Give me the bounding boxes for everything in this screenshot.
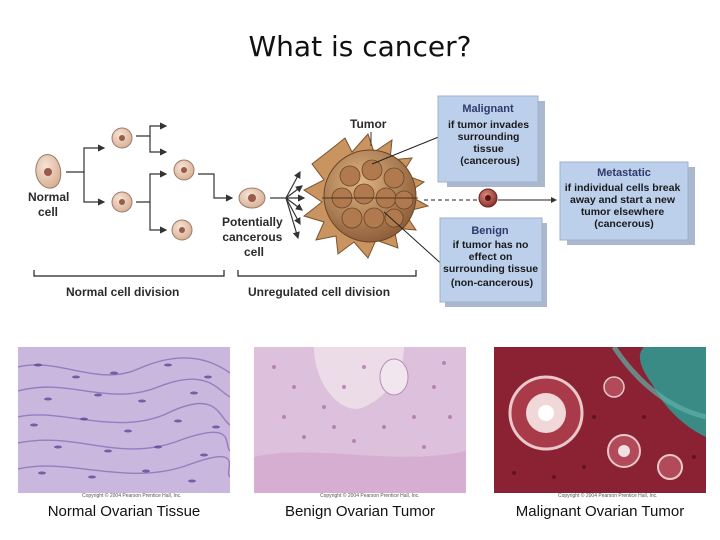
benign-line: (non-cancerous) xyxy=(451,277,533,289)
benign-line: effect on xyxy=(469,251,513,263)
division-arrows xyxy=(66,122,306,240)
malignant-heading: Malignant xyxy=(462,103,514,115)
image-credit: Copyright © 2004 Pearson Prentice Hall, … xyxy=(320,493,420,499)
normal-division-label: Normal cell division xyxy=(66,285,179,299)
malignant-line: if tumor invades xyxy=(448,119,529,131)
metastatic-box: Metastatic if individual cells break awa… xyxy=(559,161,695,245)
normal-cell xyxy=(35,154,62,189)
benign-box: Benign if tumor has no effect on surroun… xyxy=(439,217,547,307)
caption-normal-tissue: Normal Ovarian Tissue xyxy=(47,503,201,520)
potentially-cancerous-cell xyxy=(238,187,266,209)
metastatic-line: away and start a new xyxy=(570,194,676,206)
slide-title: What is cancer? xyxy=(248,30,472,63)
metastatic-line: tumor elsewhere xyxy=(581,206,665,218)
svg-text:if individual cells break: if individual cells break away and start… xyxy=(565,182,683,230)
cancer-diagram: Normal cell Potentially cancerous cell xyxy=(28,95,695,307)
potentially-cancerous-label: Potentially cancerous cell xyxy=(222,215,286,259)
normal-cell-label: Normal cell xyxy=(28,190,73,219)
malignant-line: tissue xyxy=(473,143,504,155)
potentially-label-line: cell xyxy=(244,245,264,259)
potentially-label-line: Potentially xyxy=(222,215,283,229)
metastatic-cell xyxy=(478,188,498,208)
division-braces xyxy=(33,270,417,277)
malignant-line: surrounding xyxy=(458,131,520,143)
pointer-lines xyxy=(371,133,557,269)
normal-cell-label-line: Normal xyxy=(28,190,69,204)
malignant-tumor-image xyxy=(494,347,706,493)
tumor-mass xyxy=(302,133,430,259)
metastatic-line: if individual cells break xyxy=(565,182,681,194)
daughter-cells xyxy=(111,127,195,241)
normal-cell-label-line: cell xyxy=(38,205,58,219)
caption-malignant-tumor: Malignant Ovarian Tumor xyxy=(515,503,685,520)
unregulated-division-label: Unregulated cell division xyxy=(248,285,390,299)
benign-line: surrounding tissue xyxy=(443,263,538,275)
svg-text:if tumor has no effect o: if tumor has no effect on surrounding ti… xyxy=(443,239,541,289)
tumor-label: Tumor xyxy=(350,117,387,131)
benign-tumor-image xyxy=(254,347,466,493)
metastatic-heading: Metastatic xyxy=(597,167,651,179)
image-credit: Copyright © 2004 Pearson Prentice Hall, … xyxy=(82,493,182,499)
image-credit: Copyright © 2004 Pearson Prentice Hall, … xyxy=(558,493,658,499)
normal-tissue-image xyxy=(18,347,230,493)
benign-line: if tumor has no xyxy=(453,239,529,251)
benign-heading: Benign xyxy=(471,225,509,237)
metastatic-line: (cancerous) xyxy=(594,218,654,230)
malignant-line: (cancerous) xyxy=(460,155,520,167)
malignant-box: Malignant if tumor invades surrounding t… xyxy=(437,95,545,187)
svg-text:if tumor invades surroun: if tumor invades surrounding tissue (can… xyxy=(448,119,532,167)
caption-benign-tumor: Benign Ovarian Tumor xyxy=(284,503,436,520)
potentially-label-line: cancerous xyxy=(222,230,282,244)
